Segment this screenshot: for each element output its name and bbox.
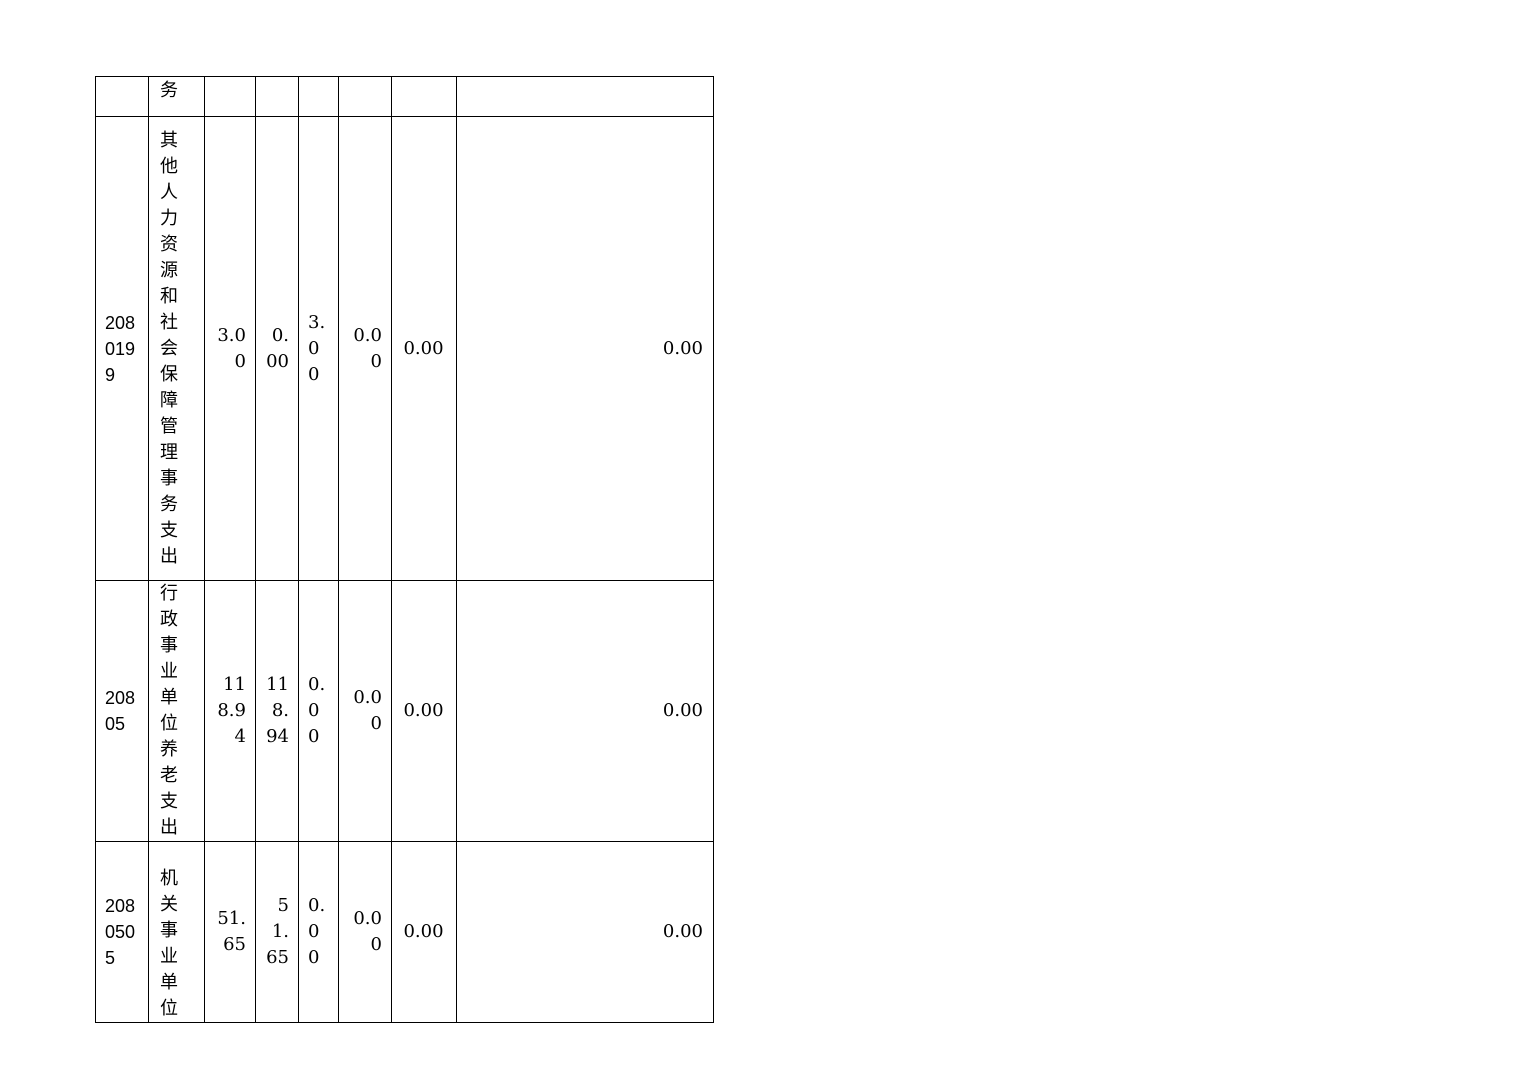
cell-total: 51.65 <box>204 841 256 1023</box>
cell-col5: 0.00 <box>338 841 392 1023</box>
cell-name: 机关事业单位 <box>148 841 205 1023</box>
cell-col7: 0.00 <box>456 841 714 1023</box>
cell-col6: 0.00 <box>391 580 457 842</box>
cell-name: 其他人力资源和社会保障管理事务支出 <box>148 116 205 581</box>
cell-project: 0.00 <box>298 841 339 1023</box>
cell-col6: 0.00 <box>391 841 457 1023</box>
cell-code: 20805 <box>95 580 149 842</box>
cell-name: 务 <box>148 76 205 117</box>
cell-code: 2080199 <box>95 116 149 581</box>
cell-col5: 0.00 <box>338 116 392 581</box>
cell-basic: 118.94 <box>255 580 299 842</box>
budget-table: 务 2080199 其他人力资源和社会保障管理事务支出 3.00 0.00 3.… <box>95 76 714 1023</box>
cell-col6: 0.00 <box>391 116 457 581</box>
cell-total <box>204 76 256 117</box>
cell-project <box>298 76 339 117</box>
table-row: 2080505 机关事业单位 51.65 51.65 0.00 0.00 0.0… <box>95 841 714 1023</box>
cell-name: 行政事业单位养老支出 <box>148 580 205 842</box>
cell-code <box>95 76 149 117</box>
table-row: 20805 行政事业单位养老支出 118.94 118.94 0.00 0.00… <box>95 580 714 842</box>
cell-total: 3.00 <box>204 116 256 581</box>
cell-col5 <box>338 76 392 117</box>
cell-basic: 0.00 <box>255 116 299 581</box>
table-row: 务 <box>95 76 714 117</box>
cell-basic: 51.65 <box>255 841 299 1023</box>
cell-col5: 0.00 <box>338 580 392 842</box>
cell-code: 2080505 <box>95 841 149 1023</box>
cell-basic <box>255 76 299 117</box>
cell-col7: 0.00 <box>456 116 714 581</box>
cell-col7 <box>456 76 714 117</box>
cell-project: 0.00 <box>298 580 339 842</box>
cell-col6 <box>391 76 457 117</box>
cell-col7: 0.00 <box>456 580 714 842</box>
cell-total: 118.94 <box>204 580 256 842</box>
table-row: 2080199 其他人力资源和社会保障管理事务支出 3.00 0.00 3.00… <box>95 116 714 581</box>
cell-project: 3.00 <box>298 116 339 581</box>
